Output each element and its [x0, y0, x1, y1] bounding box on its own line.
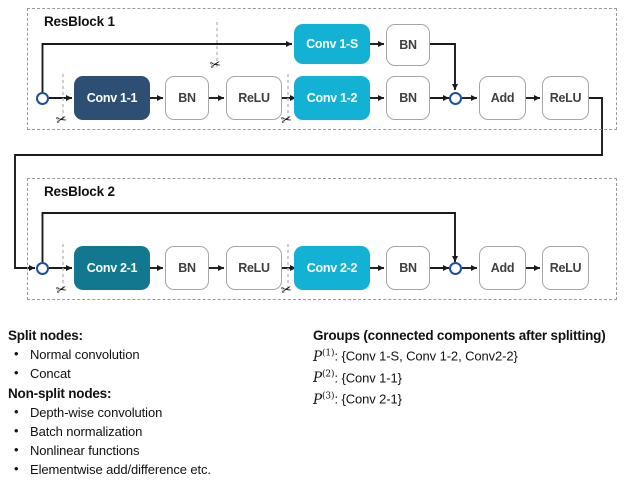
node-conv-2-1[interactable]: Conv 2-1	[74, 246, 150, 290]
node-conv-1-1[interactable]: Conv 1-1	[74, 76, 150, 120]
node-conv-1-2[interactable]: Conv 1-2	[294, 76, 370, 120]
junction-node-icon	[36, 261, 49, 275]
node-add-1[interactable]: Add	[479, 76, 526, 120]
bullet-glyph: •	[14, 461, 19, 476]
node-bn-1b[interactable]: BN	[386, 76, 430, 120]
nonsplit-nodes-heading: Non-split nodes:	[8, 386, 112, 401]
node-add-2[interactable]: Add	[479, 246, 526, 290]
legend-item-label: Nonlinear functions	[30, 443, 140, 458]
node-label: BN	[399, 90, 417, 105]
legend-item: • Concat	[8, 365, 308, 381]
legend-item-label: Batch normalization	[30, 424, 143, 439]
bullet-glyph: •	[14, 404, 19, 419]
node-label: ReLU	[238, 260, 270, 275]
groups-heading: Groups (connected components after split…	[313, 328, 606, 343]
group-row: P(1): {Conv 1-S, Conv 1-2, Conv2-2}	[313, 348, 638, 365]
node-relu-2b[interactable]: ReLU	[542, 246, 589, 290]
legend-split-nodes: Split nodes: • Normal convolution • Conc…	[8, 328, 308, 477]
legend-item-label: Depth-wise convolution	[30, 405, 163, 420]
node-label: Conv 1-2	[306, 90, 358, 105]
node-conv-1-s[interactable]: Conv 1-S	[294, 24, 370, 64]
node-relu-1b[interactable]: ReLU	[542, 76, 589, 120]
group-symbol: P(1)	[313, 348, 335, 365]
node-relu-2a[interactable]: ReLU	[226, 246, 282, 290]
junction-node-icon	[36, 91, 49, 105]
node-label: Add	[490, 90, 515, 105]
scissors-icon: ✂	[54, 281, 69, 298]
bullet-glyph: •	[14, 442, 19, 457]
node-label: ReLU	[549, 260, 582, 275]
scissors-icon: ✂	[279, 281, 294, 298]
node-bn-2a[interactable]: BN	[165, 246, 209, 290]
junction-node-icon	[448, 91, 462, 105]
node-bn-2b[interactable]: BN	[386, 246, 430, 290]
node-label: Conv 1-1	[86, 90, 138, 105]
split-nodes-heading: Split nodes:	[8, 328, 83, 343]
group-members: : {Conv 2-1}	[334, 391, 402, 407]
legend-item: • Batch normalization	[8, 423, 308, 439]
group-symbol: P(2)	[313, 369, 335, 387]
node-label: BN	[178, 90, 196, 105]
legend-item: • Elementwise add/difference etc.	[8, 461, 308, 477]
legend-item-label: Concat	[30, 366, 71, 381]
legend-item-label: Normal convolution	[30, 347, 140, 362]
node-label: ReLU	[238, 90, 270, 105]
legend-item-label: Elementwise add/difference etc.	[30, 462, 211, 477]
legend-item: • Nonlinear functions	[8, 442, 308, 458]
bullet-glyph: •	[14, 346, 19, 361]
junction-node-icon	[448, 261, 462, 275]
node-label: Add	[490, 260, 515, 275]
node-label: ReLU	[549, 90, 582, 105]
scissors-icon: ✂	[279, 111, 294, 128]
group-symbol: P(3)	[313, 391, 335, 408]
scissors-icon: ✂	[208, 56, 223, 73]
legend-item: • Normal convolution	[8, 346, 308, 362]
node-label: Conv 2-2	[306, 260, 358, 275]
group-row: P(3): {Conv 2-1}	[313, 391, 638, 408]
node-bn-top-1[interactable]: BN	[386, 24, 430, 66]
node-label: Conv 1-S	[306, 36, 358, 51]
group-members: : {Conv 1-S, Conv 1-2, Conv2-2}	[334, 348, 518, 364]
node-relu-1a[interactable]: ReLU	[226, 76, 282, 120]
legend-groups: Groups (connected components after split…	[313, 328, 638, 408]
bullet-glyph: •	[14, 423, 19, 438]
resblock-2-title: ResBlock 2	[44, 184, 115, 199]
resblock-1-container	[27, 8, 617, 130]
node-label: BN	[178, 260, 196, 275]
node-label: Conv 2-1	[86, 260, 138, 275]
node-label: BN	[399, 260, 417, 275]
node-label: BN	[399, 37, 417, 52]
bullet-glyph: •	[14, 365, 19, 380]
legend-item: • Depth-wise convolution	[8, 404, 308, 420]
resblock-1-title: ResBlock 1	[44, 14, 115, 29]
scissors-icon: ✂	[54, 111, 69, 128]
group-row: P(2): {Conv 1-1}	[313, 370, 638, 387]
group-members: : {Conv 1-1}	[334, 370, 402, 385]
resblock-2-container	[27, 178, 617, 300]
node-bn-1a[interactable]: BN	[165, 76, 209, 120]
node-conv-2-2[interactable]: Conv 2-2	[294, 246, 370, 290]
